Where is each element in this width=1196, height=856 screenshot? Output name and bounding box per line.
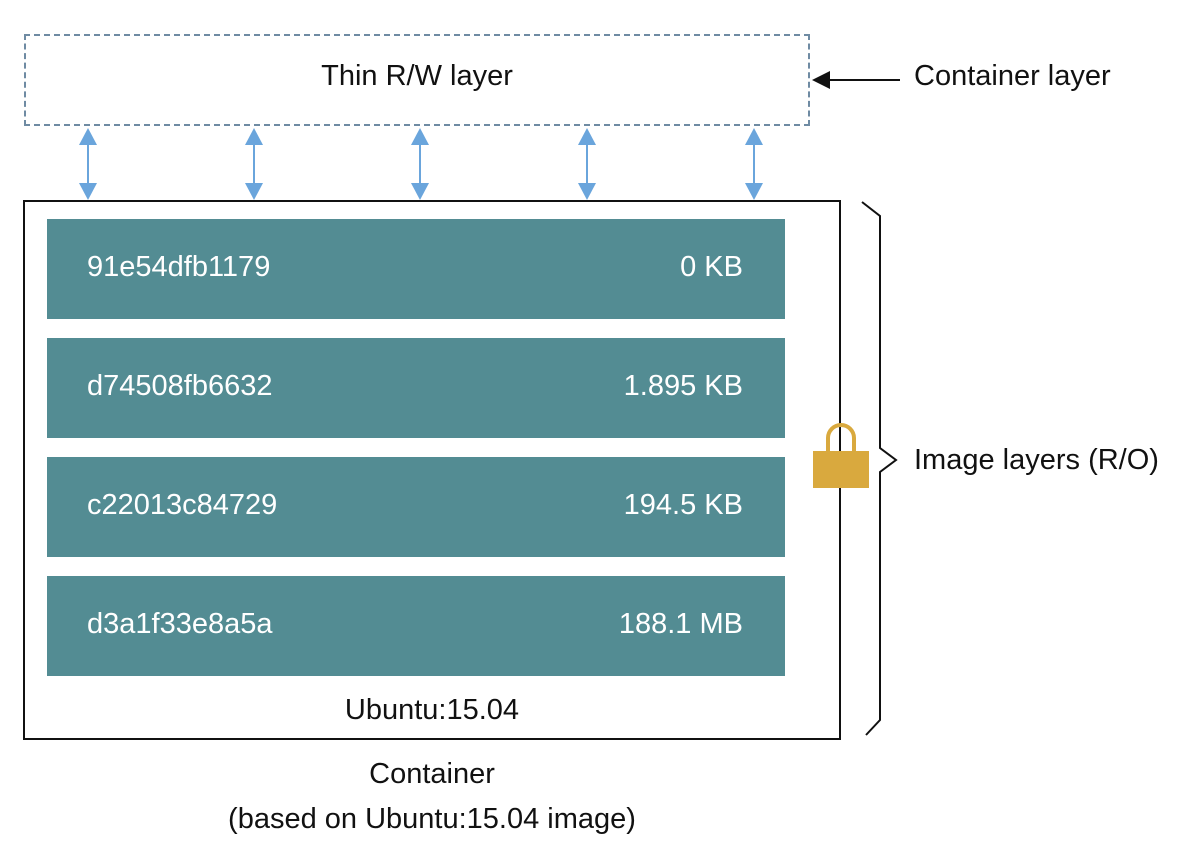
bidirectional-arrow-icon [578,128,596,200]
container-layer-arrow-icon [812,71,900,89]
container-layer-callout: Container layer [914,60,1111,92]
bidirectional-arrow-icon [79,128,97,200]
thin-rw-layer-label: Thin R/W layer [321,60,513,92]
image-layer: d74508fb6632 1.895 KB [47,338,785,438]
thin-rw-layer-box [24,34,810,126]
layer-size: 0 KB [680,251,743,283]
layer-size: 1.895 KB [623,370,743,402]
caption-title: Container [369,758,495,790]
image-layer: d3a1f33e8a5a 188.1 MB [47,576,785,676]
image-layer: 91e54dfb1179 0 KB [47,219,785,319]
layer-size: 194.5 KB [623,489,743,521]
image-layers-callout: Image layers (R/O) [914,444,1159,476]
right-brace [861,201,898,736]
bidirectional-arrow-icon [245,128,263,200]
image-layer: c22013c84729 194.5 KB [47,457,785,557]
bidirectional-arrow-icon [745,128,763,200]
layer-id: c22013c84729 [87,489,278,521]
layer-id: d74508fb6632 [87,370,273,402]
layer-id: 91e54dfb1179 [87,251,271,283]
bidirectional-arrow-icon [411,128,429,200]
layer-size: 188.1 MB [618,608,743,640]
caption-subtitle: (based on Ubuntu:15.04 image) [228,803,636,835]
image-name-label: Ubuntu:15.04 [344,694,520,726]
lock-icon [813,423,869,488]
layer-id: d3a1f33e8a5a [87,608,273,640]
